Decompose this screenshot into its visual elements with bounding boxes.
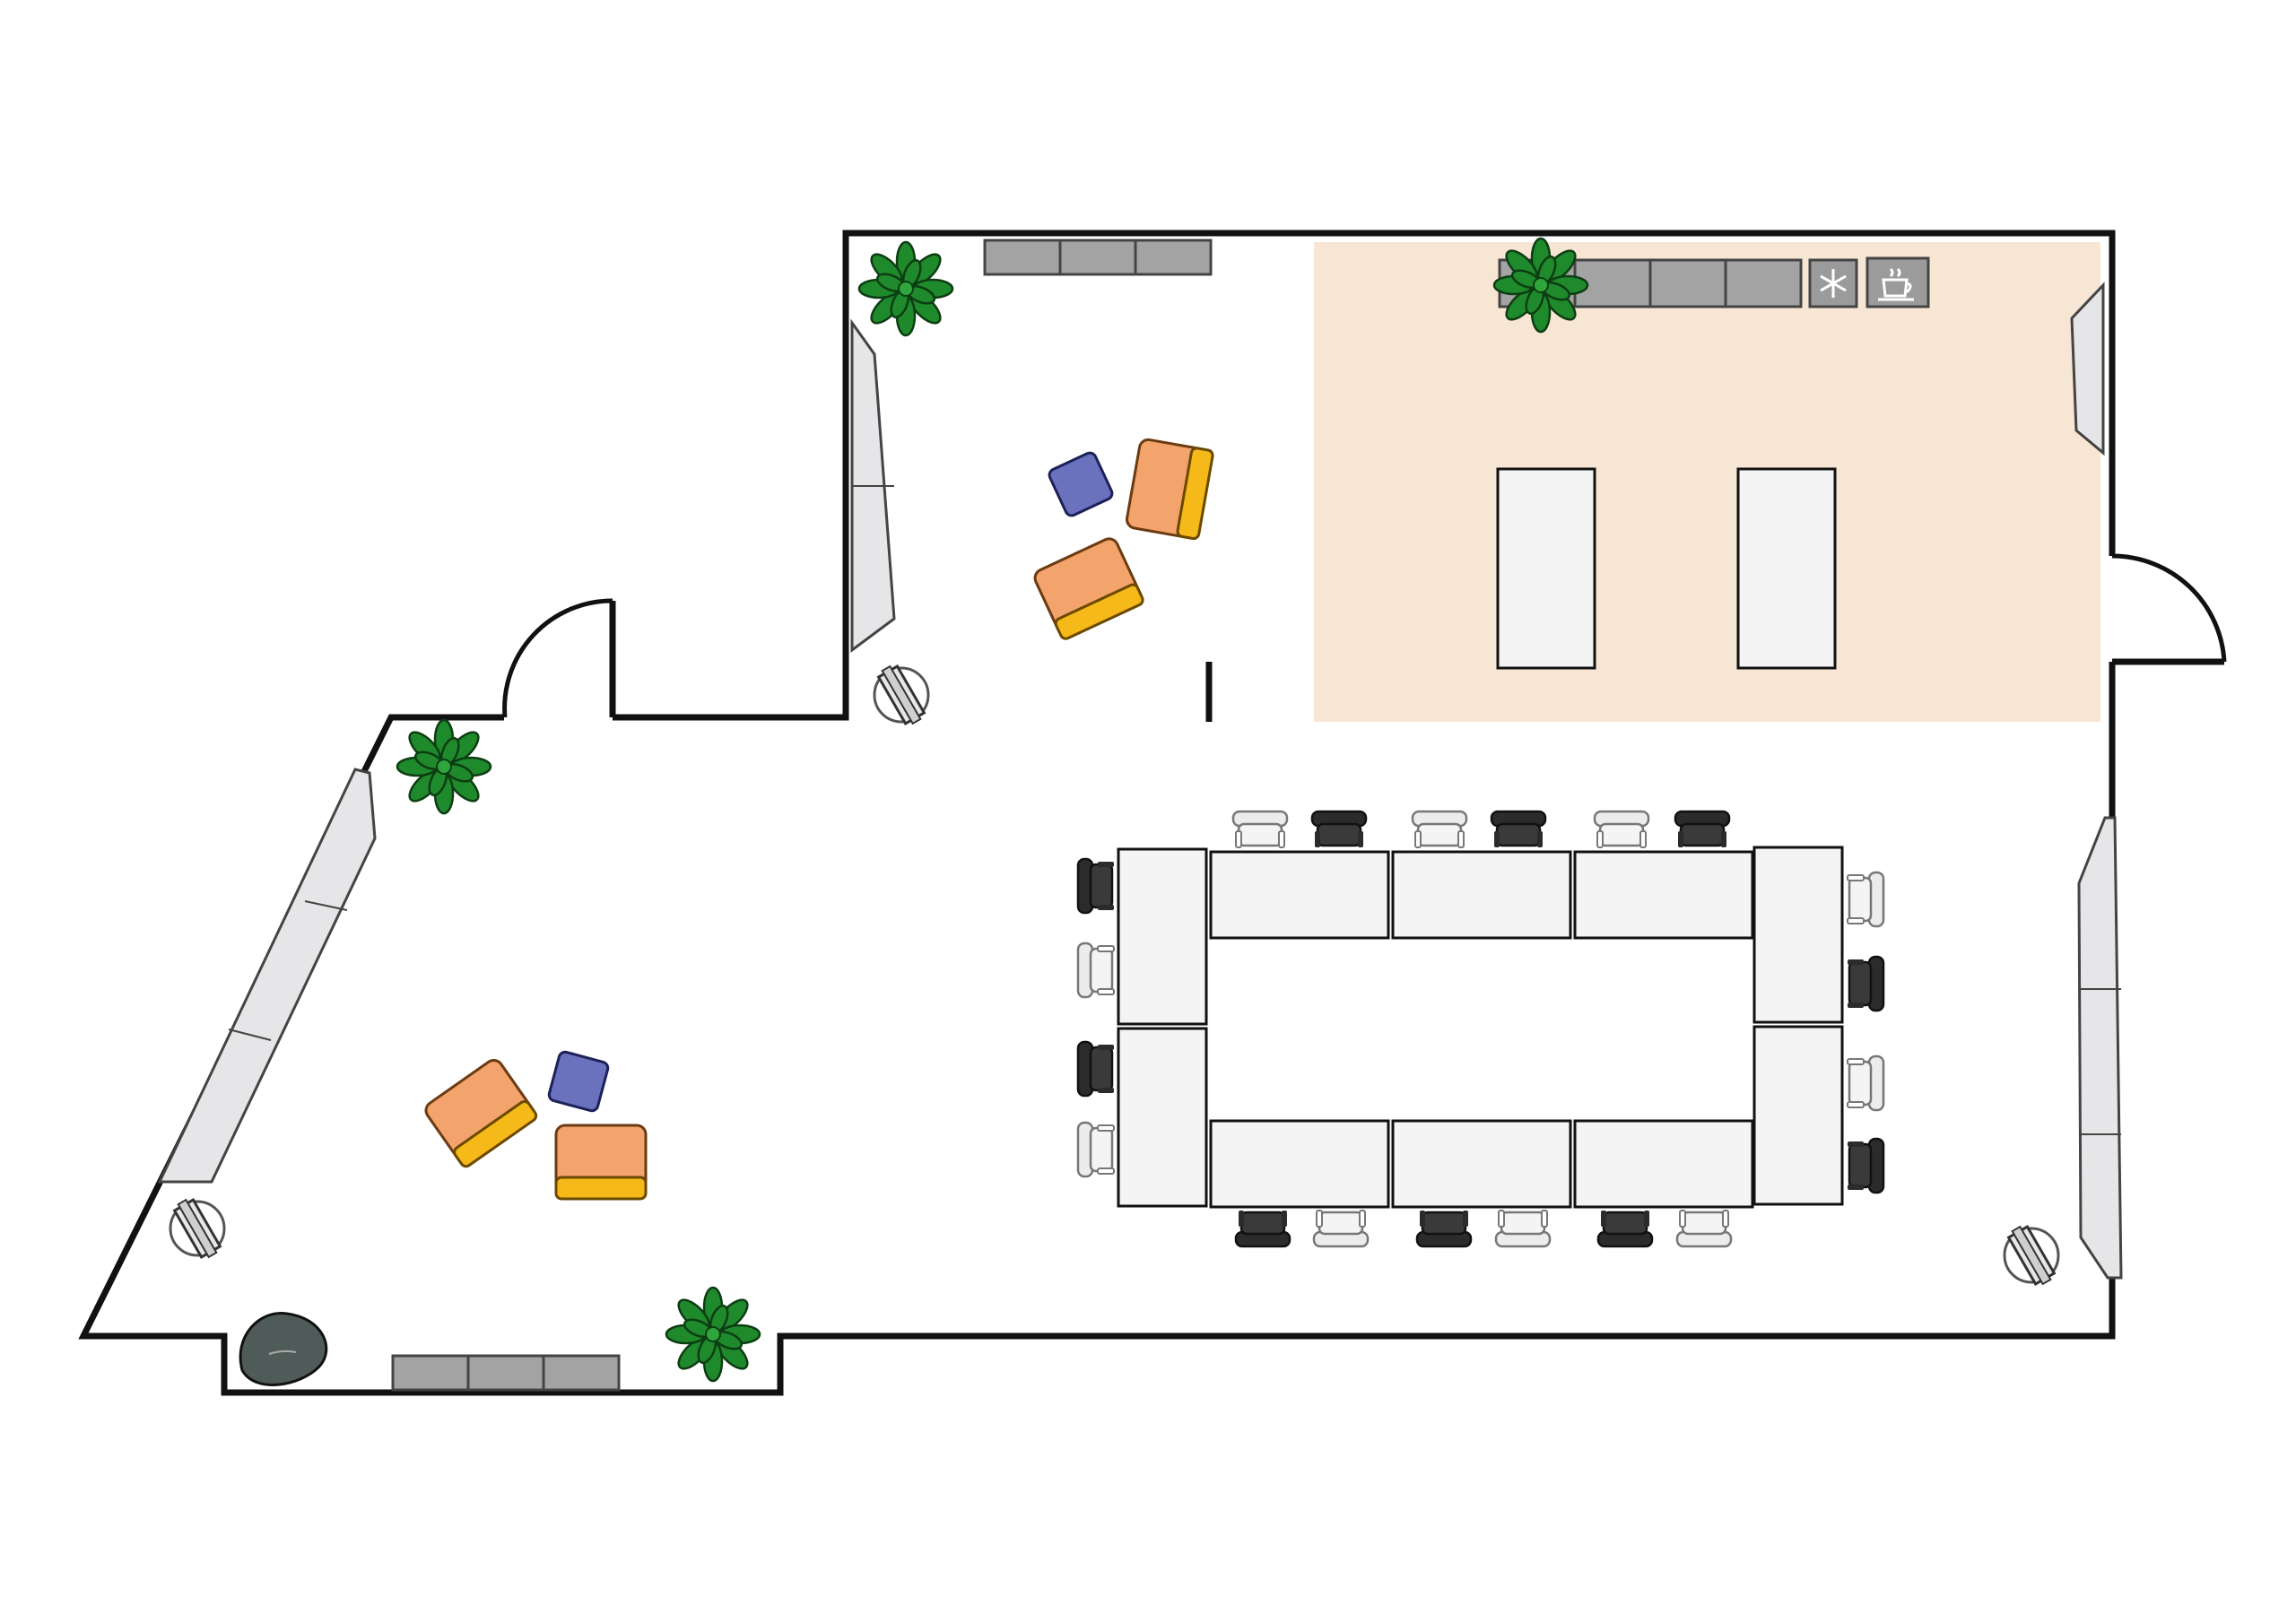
door-left[interactable] (502, 598, 616, 718)
sideboard-bottom (391, 1354, 621, 1392)
pouf (1048, 451, 1114, 517)
kitchen-table-2 (1736, 467, 1837, 670)
sideboard-top (983, 239, 1213, 276)
projector-icon (2003, 1225, 2060, 1286)
plant-icon (396, 718, 492, 815)
lounge-bottom (421, 1050, 648, 1201)
lounge-top (1031, 437, 1215, 642)
snowflake-icon (1820, 269, 1847, 298)
door-right[interactable] (2111, 553, 2227, 665)
coffee-machine (1866, 256, 1930, 308)
plant-icon (857, 240, 954, 337)
chairs-right (1846, 871, 1885, 1194)
conference-tables (1117, 846, 1844, 1209)
chairs-top (1231, 810, 1731, 849)
screen-right (2077, 816, 2123, 1280)
kitchen-floor (1314, 242, 2100, 722)
plant-icon (1492, 237, 1589, 334)
chairs-left (1076, 857, 1116, 1178)
pouf (547, 1050, 610, 1113)
outer-wall (78, 230, 2116, 1396)
screen-top-left (850, 318, 896, 653)
screen-top-right (2070, 282, 2105, 456)
projector-icon (169, 1198, 226, 1259)
projector-icon (873, 664, 930, 725)
screen-left (157, 768, 377, 1184)
chairs-bottom (1234, 1209, 1733, 1248)
beanbag (239, 1311, 328, 1386)
coffee-cup-icon (1878, 267, 1914, 301)
fridge (1808, 258, 1858, 308)
plant-icon (665, 1286, 761, 1383)
kitchen-table-1 (1496, 467, 1596, 670)
